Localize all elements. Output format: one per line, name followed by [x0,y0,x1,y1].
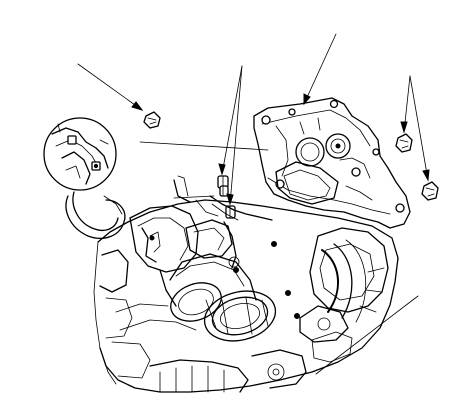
mounting-bracket-icon [253,97,411,229]
leader-center-left-pair-a [221,65,243,175]
intake-pipe-assembly [129,175,277,342]
leader-upper-left-fastener [77,63,143,111]
pipe-icon [203,290,277,342]
bolt-icon [395,133,439,201]
detail-inset-icon [43,117,117,191]
leader-arrowheads [131,93,430,206]
leader-bracket [303,33,337,105]
engine-block-outline [93,199,399,393]
bolt-small-icon [143,111,161,129]
leader-center-left-pair-b [229,65,243,205]
leader-lower-right [315,295,419,375]
hose-icon [65,191,126,239]
leader-right-pair-b [409,75,429,181]
